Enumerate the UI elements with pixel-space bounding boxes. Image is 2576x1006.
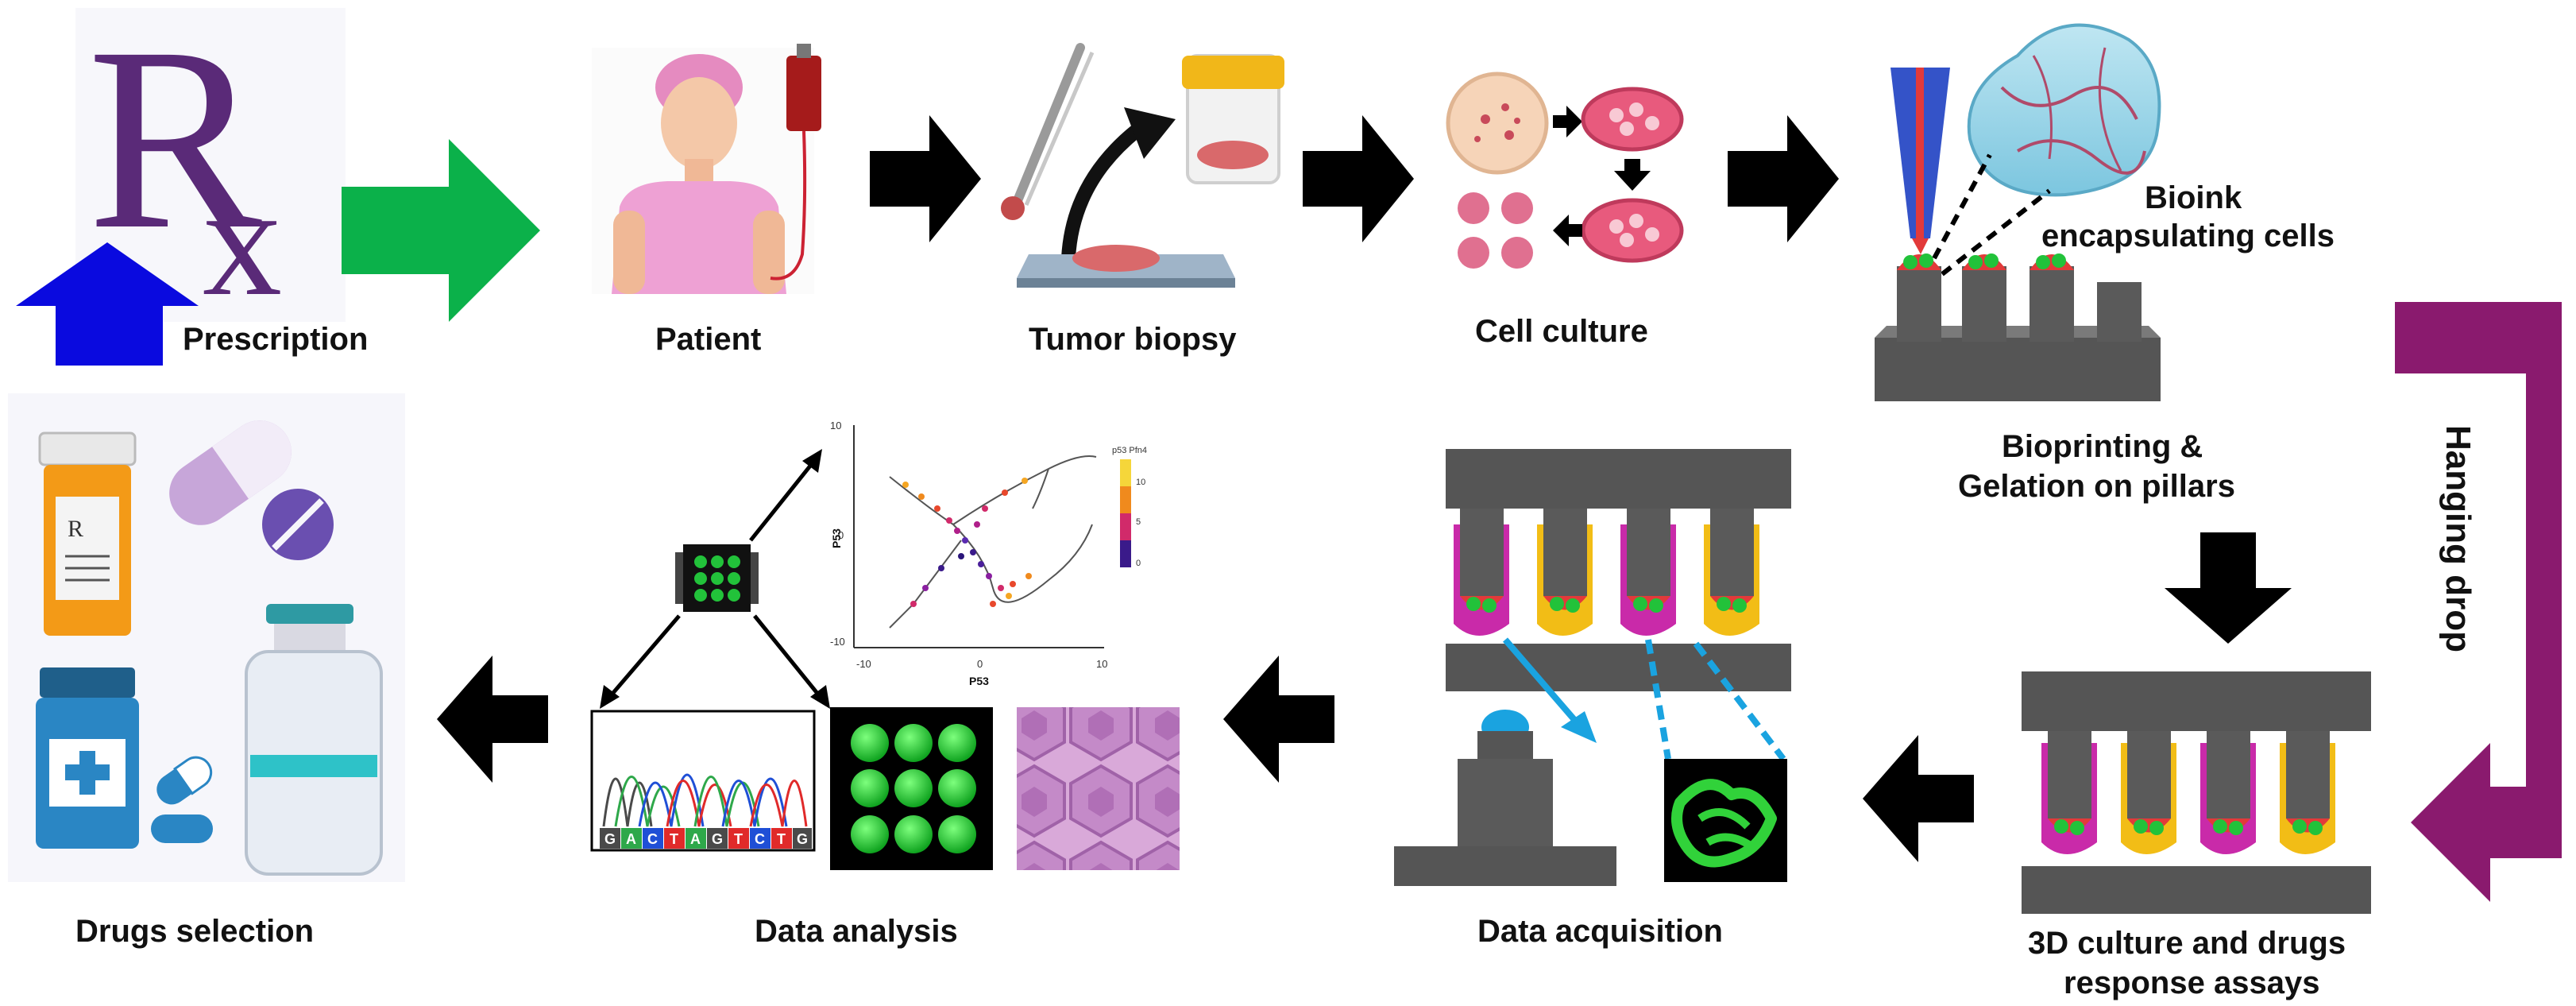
rx-letter-r: R [87,0,264,284]
chip-to-spheroids-arrow [753,614,824,701]
analysis-to-drugs-arrow [437,656,548,783]
bioink-zoom-line-2 [1941,188,2051,277]
culture-to-bioprint-arrow [1728,115,1839,242]
microscope-stage [1394,710,1616,886]
prescription-label: Prescription [183,322,368,357]
colorbar-tick-low: 0 [1136,559,1141,568]
bioink-gel-droplet [1967,23,2161,197]
colorbar-tick-mid: 5 [1136,517,1141,527]
base-7: T [734,831,743,847]
base-2: A [626,831,636,847]
fluorescence-image [1664,759,1787,882]
plot-xlabel: P53 [969,675,989,687]
sequence-letters: G A C T A G T C T G [600,828,812,849]
cell-culture-illustration [1446,72,1684,269]
drugs-selection-label: Drugs selection [75,914,314,949]
plot-xtick-mid: 0 [977,658,983,670]
acquisition-plate [1446,449,1791,691]
cell-culture-label: Cell culture [1475,314,1648,349]
patient-illustration [592,44,821,294]
base-4: T [670,831,678,847]
chip-icon [675,544,759,612]
chip-to-sequence-arrow [606,614,681,701]
plot-colorbar: p53 Pfn4 10 5 0 [1112,446,1147,568]
tumor-biopsy-label: Tumor biopsy [1029,322,1237,357]
bioink-label-line2: encapsulating cells [2041,219,2335,253]
bottle-rx-icon: R [68,516,83,542]
prescription-up-arrow [16,242,199,366]
bioprinting-label-line2: Gelation on pillars [1958,469,2235,504]
base-8: C [755,831,765,847]
bioink-zoom-line-1 [1932,153,1992,260]
plot-points [902,478,1032,607]
plot-ytick-top: 10 [830,420,841,431]
bioprinter-nozzle [1890,68,1950,254]
patient-to-biopsy-arrow [870,115,981,242]
acquisition-to-analysis-arrow [1223,656,1334,783]
culture-label-line1: 3D culture and drugs [2028,926,2346,961]
base-3: C [647,831,658,847]
culture-plate-bottom-right [2022,671,2371,914]
acquisition-zoom-line-1 [1645,639,1671,760]
trajectory-plot: 10 0 -10 -10 0 10 P53 P53 p53 Pfn4 [830,420,1147,687]
prescription-to-patient-arrow [342,139,540,322]
plot-xtick-left: -10 [856,658,871,670]
acquisition-detect-arrowhead [1561,711,1597,743]
plot-ylabel: P53 [830,528,843,548]
sequencing-chromatogram: G A C T A G T C T G [590,710,816,852]
culture-label-line2: response assays [2064,965,2319,1000]
bioprint-to-culture-arrow [2165,532,2292,644]
biopsy-to-culture-arrow [1303,115,1414,242]
hanging-drop-arrow [2395,302,2562,902]
data-acquisition-label: Data acquisition [1477,914,1723,949]
plot-xtick-right: 10 [1096,658,1107,670]
drugs-illustration: R [8,393,405,882]
base-5: A [690,831,701,847]
colorbar-title: p53 Pfn4 [1112,446,1147,455]
patient-label: Patient [655,322,761,357]
spheroid-array-image [830,707,993,870]
colorbar-tick-high: 10 [1136,478,1145,487]
base-9: T [777,831,786,847]
bioink-label-line1: Bioink [2145,180,2242,215]
hanging-drop-label: Hanging drop [2439,425,2478,652]
acquisition-detect-line [1502,637,1584,729]
base-1: G [604,831,616,847]
bioprinting-label-line1: Bioprinting & [2002,429,2203,464]
plot-ytick-mid: 0 [838,529,844,541]
chip-to-plot-arrow [749,459,816,542]
plot-ytick-bottom: -10 [830,636,845,648]
base-10: G [797,831,808,847]
tissue-histology-image [1017,707,1180,870]
acquisition-zoom-line-2 [1693,641,1786,761]
data-analysis-label: Data analysis [755,914,958,949]
pillar-plate [1875,253,2161,401]
culture-to-acquisition-arrow [1863,735,1974,862]
base-6: G [712,831,723,847]
tumor-biopsy-illustration [1001,43,1284,288]
rx-letter-x: x [203,153,282,329]
